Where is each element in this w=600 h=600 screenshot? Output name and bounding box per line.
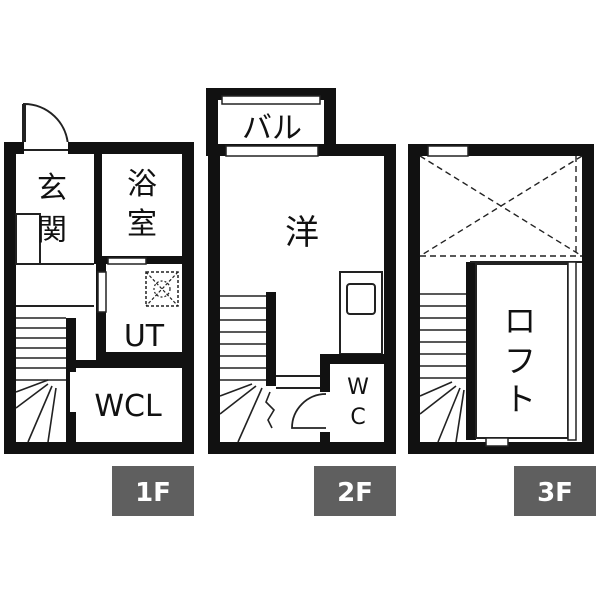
loft-wall-left — [466, 262, 476, 440]
entrance-door-swing — [23, 102, 69, 147]
f1-ut-door — [97, 271, 107, 313]
f1-outer-wall — [4, 142, 194, 454]
toilet-label-1: W — [347, 375, 369, 400]
kitchen-sink — [346, 283, 376, 315]
washer-pan — [145, 271, 179, 307]
floor-tag-2f — [314, 466, 396, 516]
washer-cross-b — [145, 271, 179, 307]
floor-3: ロ フ ト 3F — [408, 144, 596, 516]
loft-label-2: フ — [504, 342, 536, 380]
f2-stairs — [219, 295, 276, 443]
f1-door-gap — [24, 142, 68, 154]
wc-door-gap — [320, 392, 330, 432]
f2-balcony-window — [225, 145, 319, 157]
f3-outer-wall — [408, 144, 594, 454]
balcony-label: バル — [242, 111, 302, 146]
floor-tag-1f-text: 1F — [135, 478, 171, 508]
utility-label: UT — [124, 319, 165, 354]
f3-window — [427, 145, 469, 157]
western-room-label: 洋 — [285, 213, 319, 253]
wc-door-swing — [291, 393, 327, 429]
bathroom-label-2: 室 — [127, 207, 157, 242]
floor-tag-3f-text: 3F — [537, 478, 573, 508]
bathroom-label-1: 浴 — [127, 167, 157, 202]
entrance-door-leaf — [22, 104, 26, 146]
f1-bath-door — [107, 257, 147, 265]
loft-label-3: ト — [504, 380, 536, 418]
washer-cross-a — [145, 271, 179, 307]
floor-1: 玄 関 浴 室 UT WCL 1F — [4, 102, 194, 516]
f1-stairs — [15, 317, 66, 443]
loft-side-rail — [567, 261, 577, 441]
f3-stairs — [419, 293, 466, 443]
washer-drain — [153, 280, 171, 298]
floor-tag-1f — [112, 466, 194, 516]
f1-ut-bottom — [106, 352, 182, 360]
entrance-label-2: 関 — [37, 213, 67, 248]
toilet-label-2: C — [350, 405, 365, 430]
entrance-label-1: 玄 — [37, 171, 67, 206]
f1-wall-stub — [66, 318, 76, 360]
f1-shoe-box — [15, 213, 41, 265]
f1-wcl-door — [70, 372, 76, 412]
loft-label-1: ロ — [504, 302, 536, 340]
balcony-rail — [221, 95, 321, 105]
floor-tag-3f — [514, 466, 596, 516]
f1-wall-vertical-a — [94, 154, 102, 264]
f1-wcl-top-wall — [66, 360, 182, 368]
loft-window — [485, 437, 509, 447]
floor-tag-2f-text: 2F — [337, 478, 373, 508]
f2-stair-wall — [266, 292, 276, 386]
wc-wall-top — [320, 354, 384, 364]
closet-label: WCL — [94, 389, 162, 424]
floor-2: バル 洋 W C 2F — [206, 88, 396, 516]
void-area — [419, 155, 583, 257]
